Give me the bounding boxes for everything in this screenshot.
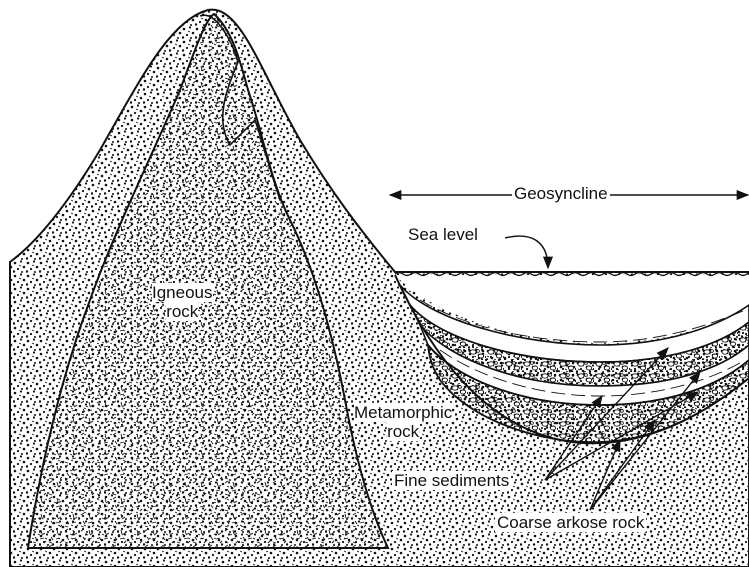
geosyncline-label: Geosyncline xyxy=(512,184,610,203)
metamorphic-rock-label-line1: Metamorphic xyxy=(354,403,452,422)
igneous-rock-label-line2: rock xyxy=(166,302,198,321)
igneous-rock-label: Igneous rock xyxy=(150,283,215,321)
metamorphic-rock-label-line2: rock xyxy=(387,422,419,441)
curved-arrow-icon xyxy=(505,236,548,268)
sea-level-label: Sea level xyxy=(406,225,480,244)
fine-sediments-label: Fine sediments xyxy=(392,471,511,490)
metamorphic-rock-label: Metamorphic rock xyxy=(352,403,454,441)
igneous-rock-label-line1: Igneous xyxy=(152,283,213,302)
coarse-arkose-label: Coarse arkose rock xyxy=(495,513,646,532)
